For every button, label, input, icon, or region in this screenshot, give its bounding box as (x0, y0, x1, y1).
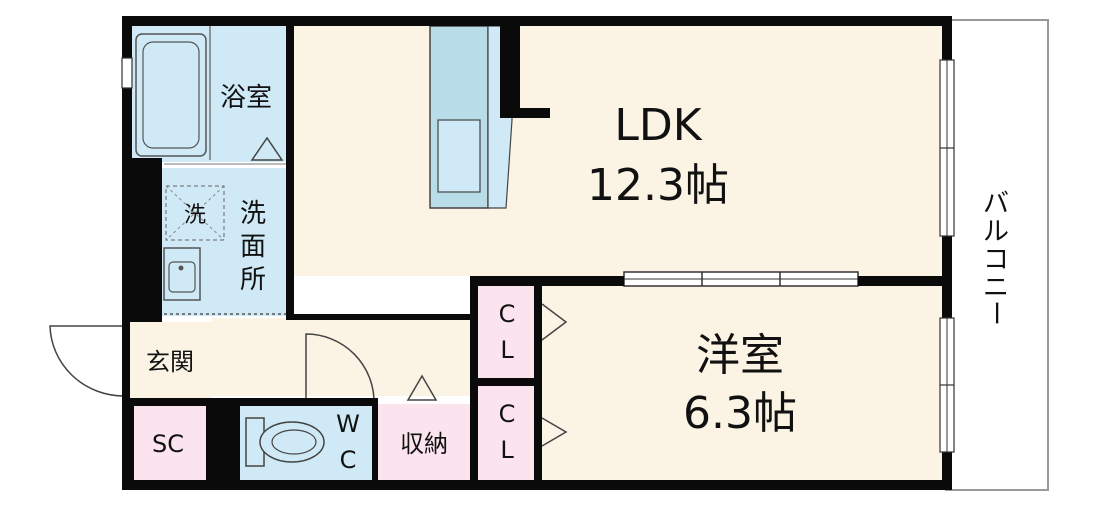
closet2-label-l: L (500, 436, 514, 464)
bath-label: 浴室 (220, 83, 272, 113)
closet1-label-l: L (500, 336, 514, 364)
washroom-label-3: 所 (240, 265, 266, 295)
balcony-outline (945, 19, 1049, 491)
bathtub-inner (142, 41, 200, 149)
entrance-area (128, 322, 212, 398)
western-room-area (540, 286, 943, 480)
ldk-area (293, 26, 943, 276)
hallway-area (212, 318, 474, 396)
storage-label: 収納 (400, 430, 448, 458)
wc-label-w: W (336, 410, 360, 438)
storage-area (378, 404, 470, 480)
balcony-char-2: ル (983, 217, 1009, 247)
ldk-size: 12.3帖 (587, 160, 729, 211)
balcony-char-1: バ (983, 189, 1009, 219)
closet2-area (476, 386, 538, 480)
walls (122, 16, 952, 490)
western-name: 洋室 (696, 330, 784, 381)
western-size: 6.3帖 (683, 388, 797, 439)
kitchen-sink (437, 119, 481, 193)
washer-label: 洗 (184, 203, 206, 228)
washer-pan (165, 185, 225, 241)
washroom-label-1: 洗 (240, 199, 266, 229)
ldk-name: LDK (614, 100, 702, 151)
balcony-char-3: コ (983, 245, 1009, 275)
shoe-closet-label: SC (152, 430, 184, 458)
wc-label-c: C (340, 446, 357, 474)
bathtub (135, 33, 207, 157)
entrance-door-swing (49, 325, 125, 397)
balcony-label: バ ル コ ニ ー (980, 189, 1010, 326)
closet1-area (476, 286, 538, 378)
toilet-bowl (259, 421, 325, 463)
bath-door-triangle (250, 136, 284, 161)
storage-door-triangle (406, 374, 438, 401)
entrance-label: 玄関 (146, 348, 194, 376)
closet2-label-c: C (499, 400, 516, 428)
balcony-char-4: ニ (983, 273, 1009, 303)
shoe-closet-area (130, 404, 206, 480)
washroom-label-2: 面 (240, 232, 266, 262)
closet2-door (541, 417, 568, 447)
window-bath (121, 57, 133, 89)
closet1-door (541, 303, 568, 341)
closet1-label-c: C (499, 300, 516, 328)
balcony-char-5: ー (980, 300, 1010, 326)
